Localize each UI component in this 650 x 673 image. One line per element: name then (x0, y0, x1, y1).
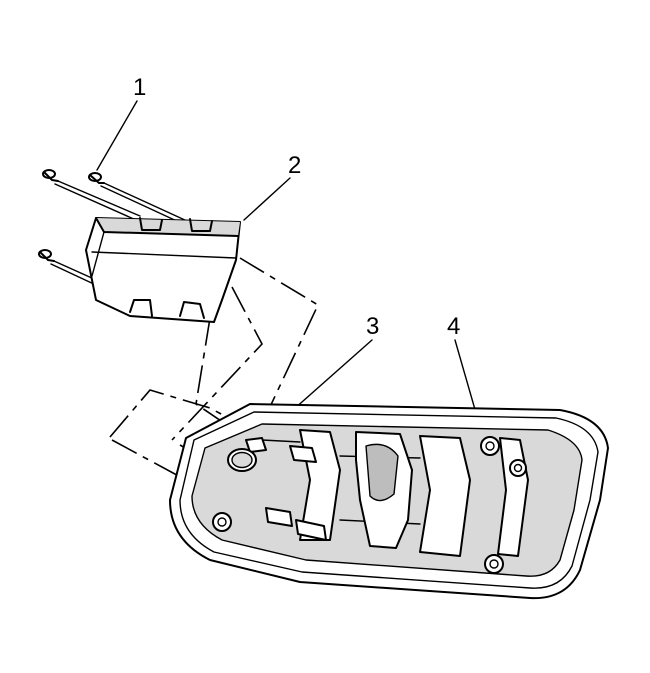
leader-4 (454, 339, 479, 421)
leader-lines (96, 100, 479, 449)
mounting-boss-icon (480, 436, 500, 456)
seal-ring (227, 448, 257, 472)
mounting-boss-icon (509, 459, 527, 477)
callout-2: 2 (288, 152, 301, 179)
leader-1 (96, 100, 138, 171)
valve-cover (169, 403, 609, 600)
bolt-icon (42, 169, 141, 221)
mounting-boss-icon (484, 554, 504, 574)
callout-3: 3 (366, 313, 379, 340)
heat-shield (85, 217, 241, 323)
mounting-boss-icon (212, 512, 232, 532)
leader-2 (243, 177, 291, 221)
callout-4: 4 (447, 313, 460, 340)
callout-1: 1 (133, 74, 146, 101)
